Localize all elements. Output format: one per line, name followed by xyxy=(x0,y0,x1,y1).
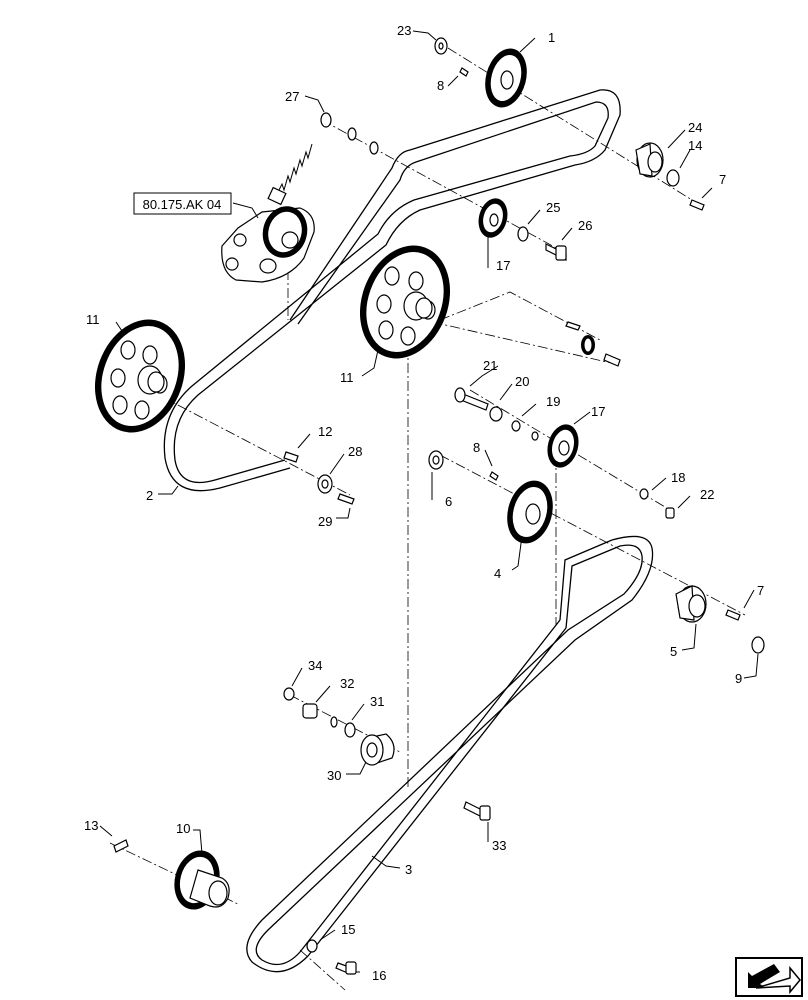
large-sprocket-centre xyxy=(359,245,451,359)
callout-9: 9 xyxy=(735,671,742,686)
callout-17a: 17 xyxy=(496,258,510,273)
callout-22: 22 xyxy=(700,487,714,502)
washer-25 xyxy=(517,226,529,242)
small-sprocket-dashed xyxy=(581,335,595,355)
callout-30: 30 xyxy=(327,768,341,783)
centre-lines xyxy=(109,47,746,991)
callout-28: 28 xyxy=(348,444,362,459)
sprocket-10 xyxy=(174,850,230,910)
callout-12: 12 xyxy=(318,424,332,439)
callout-labels: 1 2 3 4 5 6 7 7 8 8 9 10 11 11 12 13 14 … xyxy=(84,23,764,983)
washer-31a xyxy=(330,716,338,728)
callout-31: 31 xyxy=(370,694,384,709)
sprocket-4 xyxy=(507,480,553,544)
callout-3: 3 xyxy=(405,862,412,877)
upper-chain xyxy=(163,89,621,492)
washer-18 xyxy=(639,488,649,500)
leader-lines xyxy=(99,30,759,973)
callout-11a: 11 xyxy=(86,312,100,327)
callout-26: 26 xyxy=(578,218,592,233)
washer-31b xyxy=(344,722,356,738)
tensioner-assembly xyxy=(221,143,315,283)
spacer-32 xyxy=(302,703,318,719)
callout-7a: 7 xyxy=(719,172,726,187)
callout-5: 5 xyxy=(670,644,677,659)
callout-23: 23 xyxy=(397,23,411,38)
callout-14: 14 xyxy=(688,138,702,153)
callout-8a: 8 xyxy=(437,78,444,93)
reference-link-label[interactable]: 80.175.AK 04 xyxy=(143,197,222,212)
callout-20: 20 xyxy=(515,374,529,389)
callout-13: 13 xyxy=(84,818,98,833)
callout-6: 6 xyxy=(445,494,452,509)
reference-link-box[interactable]: 80.175.AK 04 xyxy=(133,192,232,215)
lower-chain xyxy=(246,535,654,973)
callout-4: 4 xyxy=(494,566,501,581)
sprocket-1 xyxy=(485,48,527,108)
callout-34: 34 xyxy=(308,658,322,673)
callout-17b: 17 xyxy=(591,404,605,419)
nut-34 xyxy=(283,687,295,701)
callout-2: 2 xyxy=(146,488,153,503)
callout-25: 25 xyxy=(546,200,560,215)
ring-14 xyxy=(666,169,680,187)
washer-15 xyxy=(306,939,318,953)
sprocket-17-upper xyxy=(478,198,508,238)
callout-24: 24 xyxy=(688,120,702,135)
idler-24 xyxy=(635,142,664,178)
callout-1: 1 xyxy=(548,30,555,45)
callout-15: 15 xyxy=(341,922,355,937)
callout-33: 33 xyxy=(492,838,506,853)
callout-29: 29 xyxy=(318,514,332,529)
callout-16: 16 xyxy=(372,968,386,983)
large-sprocket-left xyxy=(94,319,186,433)
washer-19 xyxy=(511,420,521,432)
callout-11b: 11 xyxy=(340,370,354,385)
washer-27 xyxy=(320,112,332,128)
callout-18: 18 xyxy=(671,470,685,485)
next-page-arrow-icon[interactable] xyxy=(735,957,803,997)
callout-21: 21 xyxy=(483,358,497,373)
washer-20 xyxy=(489,406,503,422)
sprocket-17-lower xyxy=(547,424,579,468)
roller-30 xyxy=(360,733,395,766)
callout-19: 19 xyxy=(546,394,560,409)
callout-32: 32 xyxy=(340,676,354,691)
callout-8b: 8 xyxy=(473,440,480,455)
callout-27: 27 xyxy=(285,89,299,104)
callout-7b: 7 xyxy=(757,583,764,598)
ring-9 xyxy=(751,636,765,654)
idler-5 xyxy=(675,585,707,623)
callout-10: 10 xyxy=(176,821,190,836)
bolts xyxy=(113,67,741,975)
